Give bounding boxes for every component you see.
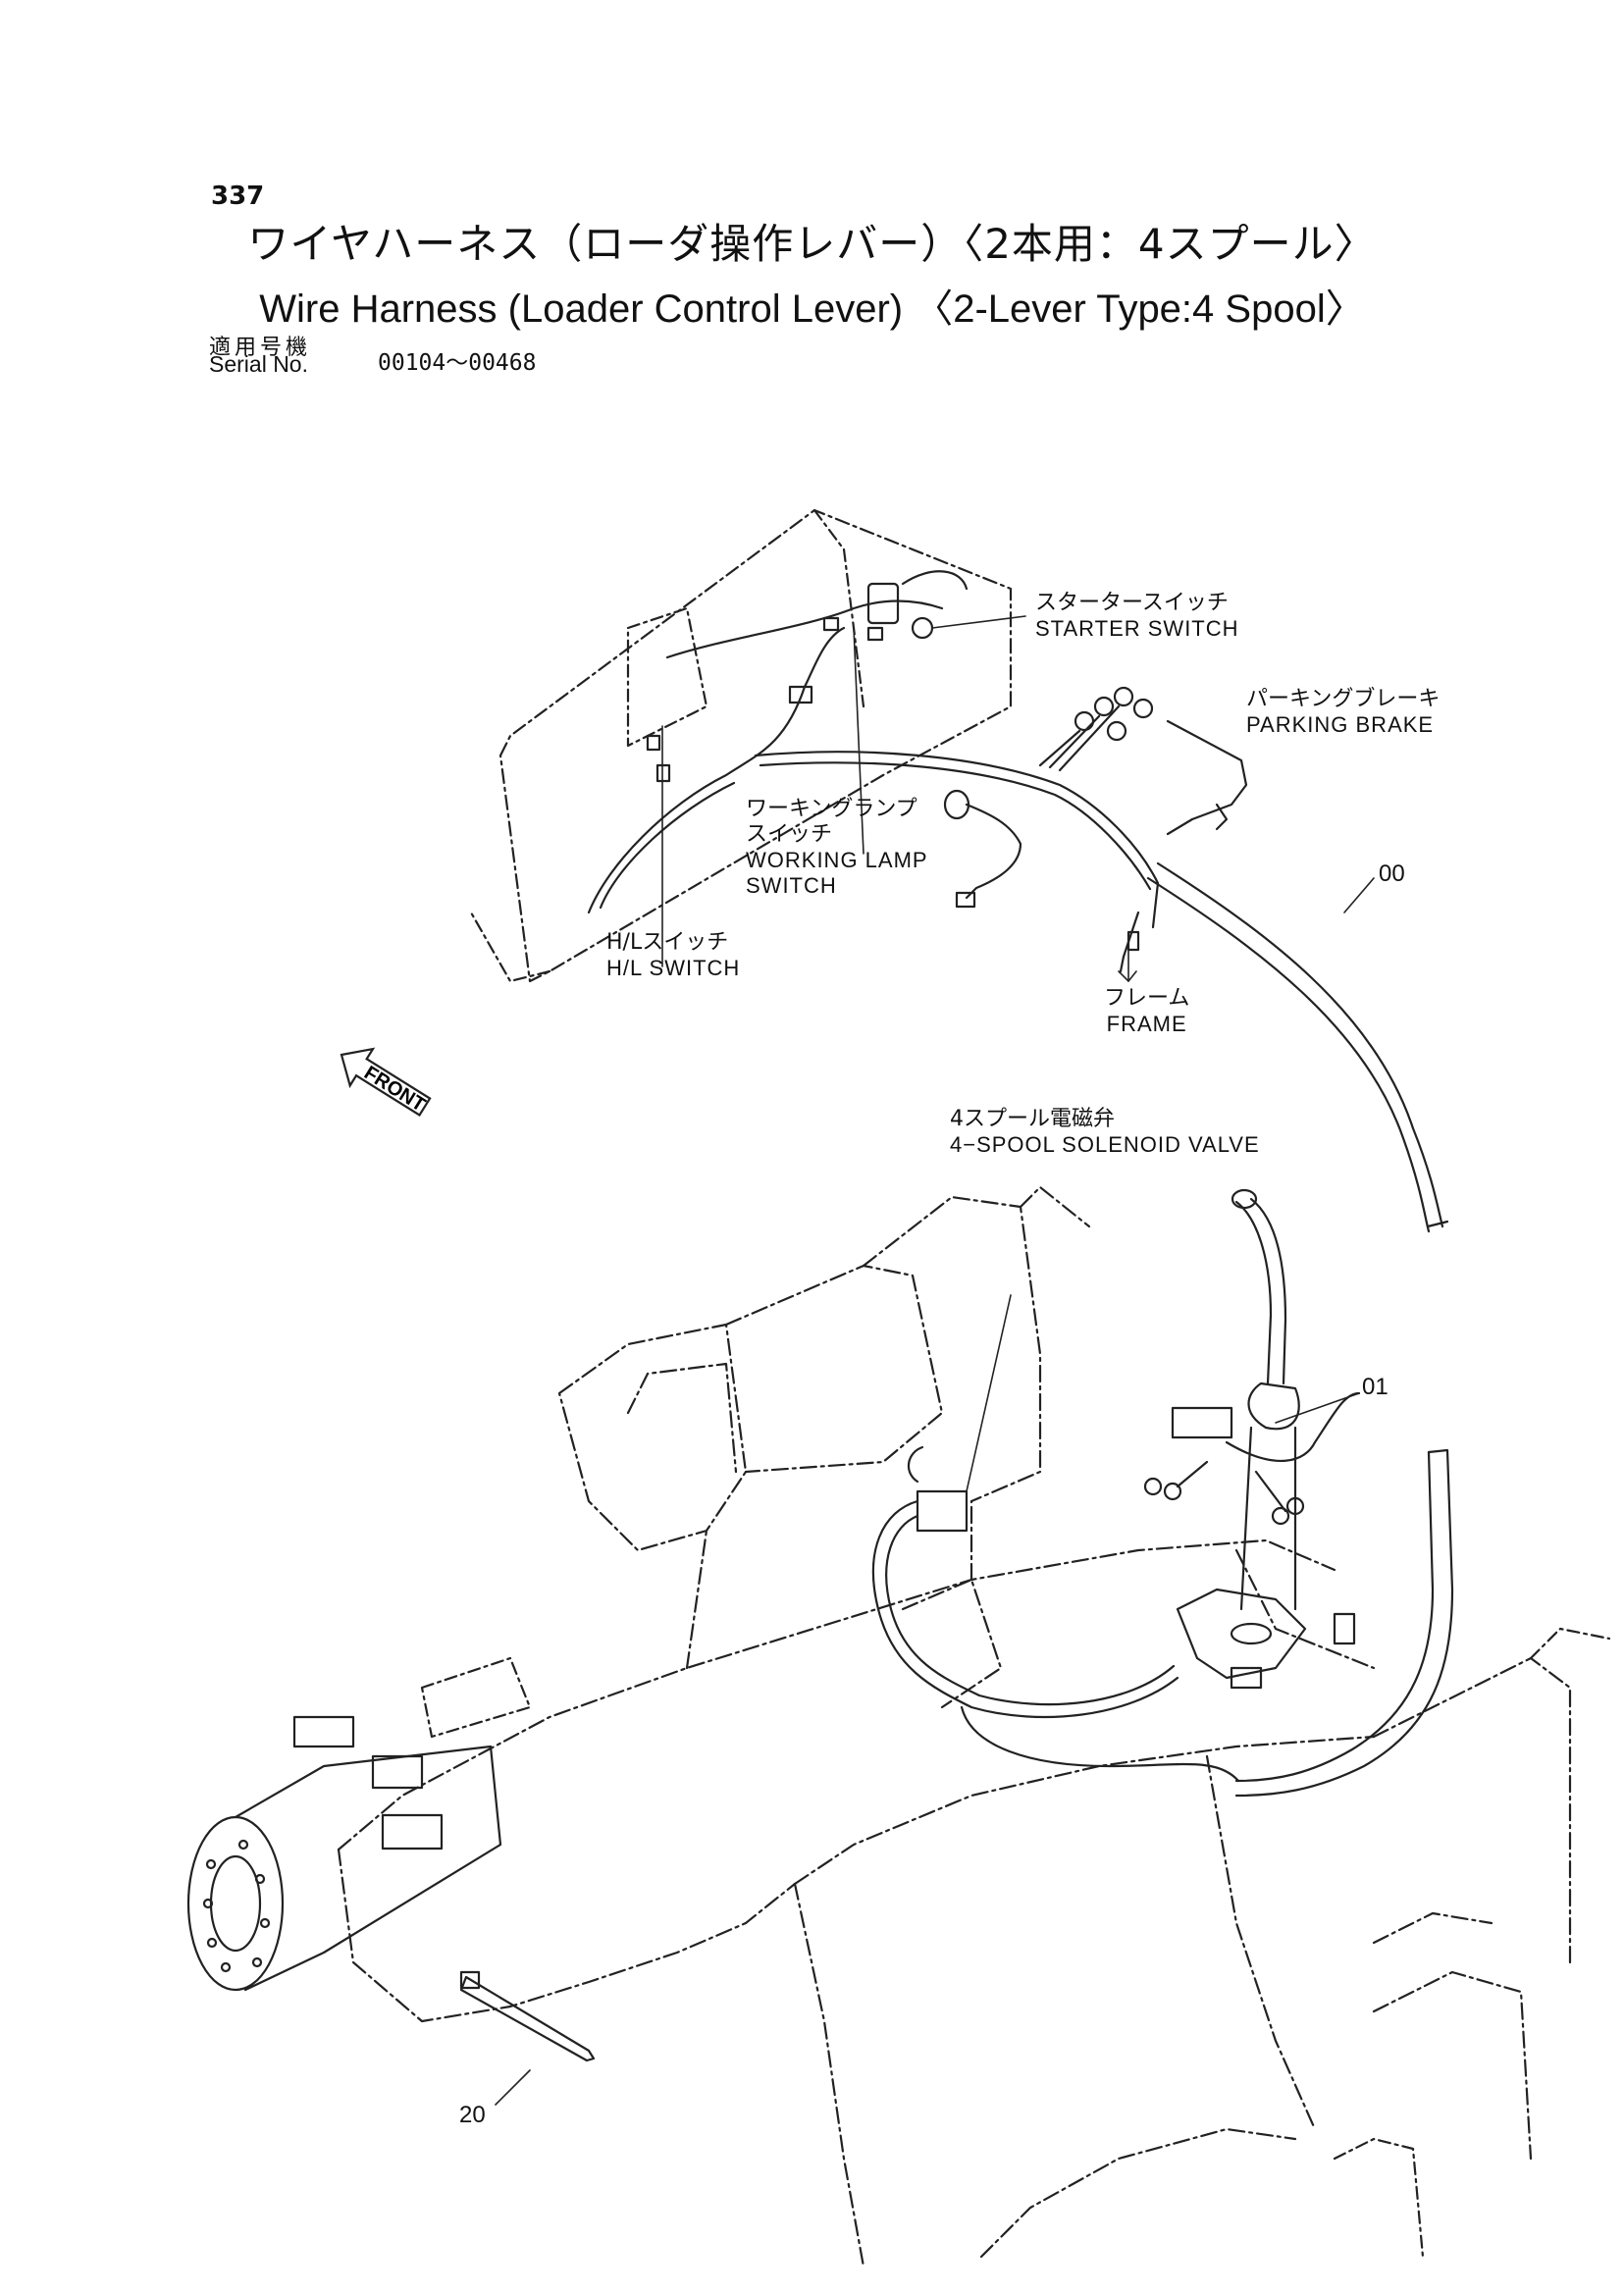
front-arrow-label: FRONT [360,1062,429,1116]
page-number: 337 [211,182,265,211]
axle-hub [186,1715,502,1992]
control-lever-01 [1143,1188,1361,1690]
part-number-01: 01 [1362,1374,1388,1400]
part-number-20: 20 [459,2102,486,2128]
leader-lines [495,615,1375,2106]
part-number-00: 00 [1379,860,1405,887]
main-harness-00 [1146,861,1454,1798]
serial-label-jp: 適用号機 [209,336,312,360]
label-starter-switch-en: STARTER SWITCH [1035,616,1239,641]
serial-label-en: Serial No. [209,351,308,377]
label-hl-switch-jp: H/Lスイッチ [606,930,729,955]
label-solenoid-valve-en: 4−SPOOL SOLENOID VALVE [950,1132,1260,1157]
label-frame-en: FRAME [1106,1012,1187,1036]
label-hl-switch-en: H/L SWITCH [606,956,741,980]
label-parking-brake: パーキングブレーキ PARKING BRAKE [1246,687,1440,738]
page-title-jp: ワイヤハーネス（ローダ操作レバー）〈2本用：4スプール〉 [247,220,1377,268]
page-title-en: Wire Harness (Loader Control Lever) 〈2-L… [259,287,1365,331]
label-starter-switch: スタータースイッチ STARTER SWITCH [1035,591,1239,642]
label-hl-switch: H/Lスイッチ H/L SWITCH [606,930,740,981]
loader-frame [337,1185,1572,2268]
serial-range: 00104～00468 [378,350,537,376]
clamp-band-20 [459,1970,596,2062]
label-parking-brake-jp: パーキングブレーキ [1246,687,1441,711]
label-working-lamp-switch-en1: WORKING LAMP [746,848,928,872]
label-solenoid-valve-jp: 4スプール電磁弁 [950,1107,1115,1131]
label-starter-switch-jp: スタータースイッチ [1035,591,1229,615]
solenoid-harness [871,1445,1240,1783]
label-working-lamp-switch: ワーキングランプ スイッチ WORKING LAMP SWITCH [746,797,928,899]
label-parking-brake-en: PARKING BRAKE [1246,712,1435,737]
ring-terminals-top [1038,686,1154,772]
label-working-lamp-switch-jp2: スイッチ [746,822,833,847]
label-frame: フレーム FRAME [1104,986,1189,1037]
label-frame-jp: フレーム [1104,986,1190,1011]
front-arrow-icon: FRONT [340,1047,432,1117]
label-solenoid-valve: 4スプール電磁弁 4−SPOOL SOLENOID VALVE [950,1107,1260,1158]
label-working-lamp-switch-jp1: ワーキングランプ [746,797,917,821]
dashboard-console [469,508,1248,983]
label-working-lamp-switch-en2: SWITCH [746,873,837,898]
